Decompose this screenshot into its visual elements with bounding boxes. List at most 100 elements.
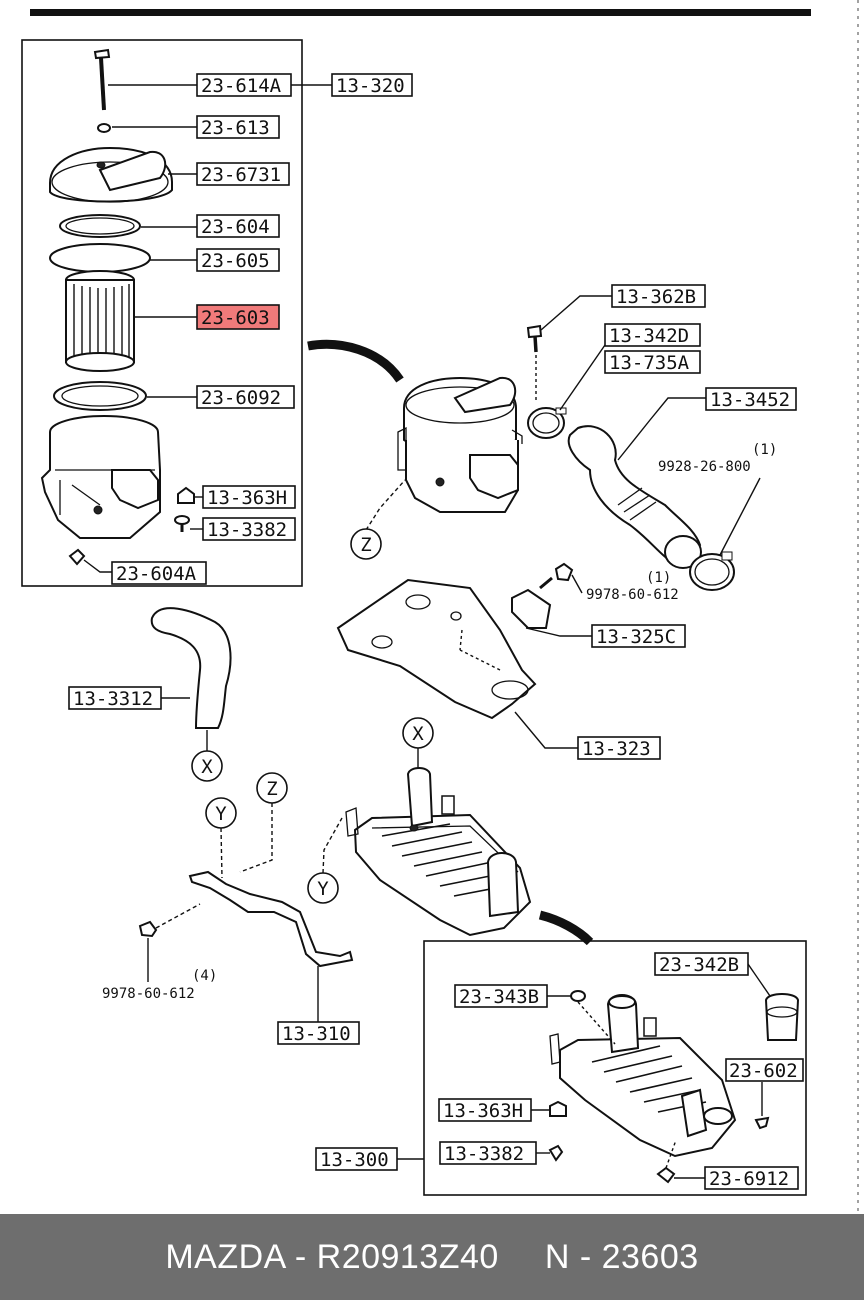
air-cleaner-cover bbox=[49, 146, 173, 203]
callout-23-613: 23-613 bbox=[196, 115, 280, 139]
part-9928-26-800: 9928-26-800 bbox=[658, 459, 751, 475]
bracket-mount-bolt bbox=[138, 903, 201, 938]
callout-13-735A: 13-735A bbox=[604, 350, 701, 374]
ref-circle-Y-mid: Y bbox=[205, 797, 237, 829]
intake-hose bbox=[567, 425, 702, 569]
callout-13-300: 13-300 bbox=[315, 1147, 398, 1171]
small-cap bbox=[570, 990, 586, 1002]
svg-text:13-3452: 13-3452 bbox=[710, 389, 790, 411]
svg-text:23-343B: 23-343B bbox=[459, 986, 539, 1008]
svg-text:23-604A: 23-604A bbox=[116, 563, 197, 585]
clip bbox=[68, 548, 86, 566]
svg-text:13-320: 13-320 bbox=[336, 75, 405, 97]
callout-23-6912: 23-6912 bbox=[704, 1166, 799, 1190]
svg-text:13-735A: 13-735A bbox=[609, 352, 690, 374]
hose-bolt bbox=[526, 324, 543, 353]
top-border-bar bbox=[30, 9, 811, 16]
svg-text:23-602: 23-602 bbox=[729, 1060, 798, 1082]
callout-23-6731: 23-6731 bbox=[196, 162, 290, 186]
footer-part-number: N - 23603 bbox=[544, 1237, 699, 1276]
svg-text:23-614A: 23-614A bbox=[201, 75, 282, 97]
rubber-hose bbox=[150, 607, 232, 729]
svg-text:13-3382: 13-3382 bbox=[444, 1143, 524, 1165]
long-bolt bbox=[93, 48, 111, 111]
svg-text:13-3312: 13-3312 bbox=[73, 688, 153, 710]
svg-text:23-6092: 23-6092 bbox=[201, 387, 281, 409]
svg-text:Y: Y bbox=[215, 803, 227, 825]
svg-text:23-6731: 23-6731 bbox=[201, 164, 281, 186]
svg-text:13-363H: 13-363H bbox=[443, 1100, 523, 1122]
ref-circle-Z-upper: Z bbox=[350, 528, 382, 560]
callout-13-3382-lower: 13-3382 bbox=[439, 1141, 537, 1165]
bracket-bolt bbox=[539, 562, 574, 590]
seal-ring bbox=[59, 214, 141, 238]
svg-text:13-342D: 13-342D bbox=[609, 325, 689, 347]
resonator-clip bbox=[754, 1116, 770, 1130]
svg-text:13-3382: 13-3382 bbox=[207, 519, 287, 541]
air-cleaner-box bbox=[21, 39, 303, 587]
parts-diagram: 23-614A 13-320 23-613 23-6731 23-604 23-… bbox=[21, 0, 859, 1214]
callout-13-320: 13-320 bbox=[331, 73, 413, 97]
resonator-assembly bbox=[345, 767, 532, 937]
callout-13-363H-lower: 13-363H bbox=[438, 1098, 532, 1122]
svg-text:Z: Z bbox=[360, 534, 371, 556]
callout-23-614A: 23-614A bbox=[196, 73, 292, 97]
callout-23-6092: 23-6092 bbox=[196, 385, 295, 409]
svg-text:13-323: 13-323 bbox=[582, 738, 651, 760]
resonator-cap bbox=[764, 993, 800, 1041]
ref-circle-Z-mid: Z bbox=[256, 772, 288, 804]
svg-text:13-362B: 13-362B bbox=[616, 286, 696, 308]
svg-text:23-6912: 23-6912 bbox=[709, 1168, 789, 1190]
part-9978-60-612-upper: 9978-60-612 bbox=[586, 587, 679, 603]
callout-13-325C: 13-325C bbox=[591, 624, 686, 648]
footer-bar: MAZDA - R20913Z40 N - 23603 bbox=[0, 1214, 864, 1300]
callout-23-604A: 23-604A bbox=[111, 561, 207, 585]
nut-lower bbox=[549, 1100, 567, 1117]
svg-text:23-342B: 23-342B bbox=[659, 954, 739, 976]
filter-seal bbox=[53, 381, 147, 411]
svg-text:X: X bbox=[201, 756, 213, 778]
air-cleaner-assembly bbox=[397, 376, 523, 513]
arrow-to-assembly bbox=[307, 339, 404, 383]
arrow-to-detail bbox=[538, 910, 594, 946]
callout-13-310: 13-310 bbox=[277, 1021, 360, 1045]
svg-text:13-325C: 13-325C bbox=[596, 626, 676, 648]
small-bolt bbox=[174, 515, 190, 532]
hose-clamp-lower bbox=[689, 551, 735, 591]
qty-9978-upper: (1) bbox=[646, 570, 671, 586]
callout-13-3452: 13-3452 bbox=[705, 387, 797, 411]
svg-text:Z: Z bbox=[266, 778, 277, 800]
hose-clamp-upper bbox=[527, 407, 567, 439]
callout-23-343B: 23-343B bbox=[454, 984, 548, 1008]
footer-brand-part: MAZDA - R20913Z40 bbox=[165, 1237, 499, 1276]
ref-circle-Y-right: Y bbox=[307, 872, 339, 904]
resonator-detail-box bbox=[423, 940, 807, 1196]
filter-element bbox=[65, 270, 135, 372]
svg-text:13-310: 13-310 bbox=[282, 1023, 351, 1045]
washer bbox=[97, 123, 111, 133]
callout-13-362B: 13-362B bbox=[611, 284, 706, 308]
svg-text:23-605: 23-605 bbox=[201, 250, 270, 272]
svg-text:13-300: 13-300 bbox=[320, 1149, 389, 1171]
clip-lower bbox=[656, 1166, 676, 1184]
small-bolt-lower bbox=[548, 1144, 564, 1162]
ref-circle-X-left: X bbox=[191, 750, 223, 782]
svg-text:X: X bbox=[412, 723, 424, 745]
svg-text:13-363H: 13-363H bbox=[207, 487, 287, 509]
qty-9928: (1) bbox=[752, 442, 777, 458]
callout-13-342D: 13-342D bbox=[604, 323, 701, 347]
ref-circle-X-mid: X bbox=[402, 717, 434, 749]
svg-text:23-603: 23-603 bbox=[201, 307, 270, 329]
callout-13-3312: 13-3312 bbox=[68, 686, 162, 710]
svg-text:23-613: 23-613 bbox=[201, 117, 270, 139]
callout-23-602: 23-602 bbox=[725, 1058, 804, 1082]
resonator-detail bbox=[549, 994, 737, 1158]
callout-13-3382: 13-3382 bbox=[202, 517, 296, 541]
svg-text:Y: Y bbox=[317, 878, 329, 900]
highlight-box bbox=[196, 304, 280, 330]
callout-23-342B: 23-342B bbox=[654, 952, 749, 976]
heat-insulator-plate bbox=[336, 578, 537, 720]
callout-13-323: 13-323 bbox=[577, 736, 661, 760]
callout-23-604: 23-604 bbox=[196, 214, 280, 238]
callout-23-605: 23-605 bbox=[196, 248, 280, 272]
